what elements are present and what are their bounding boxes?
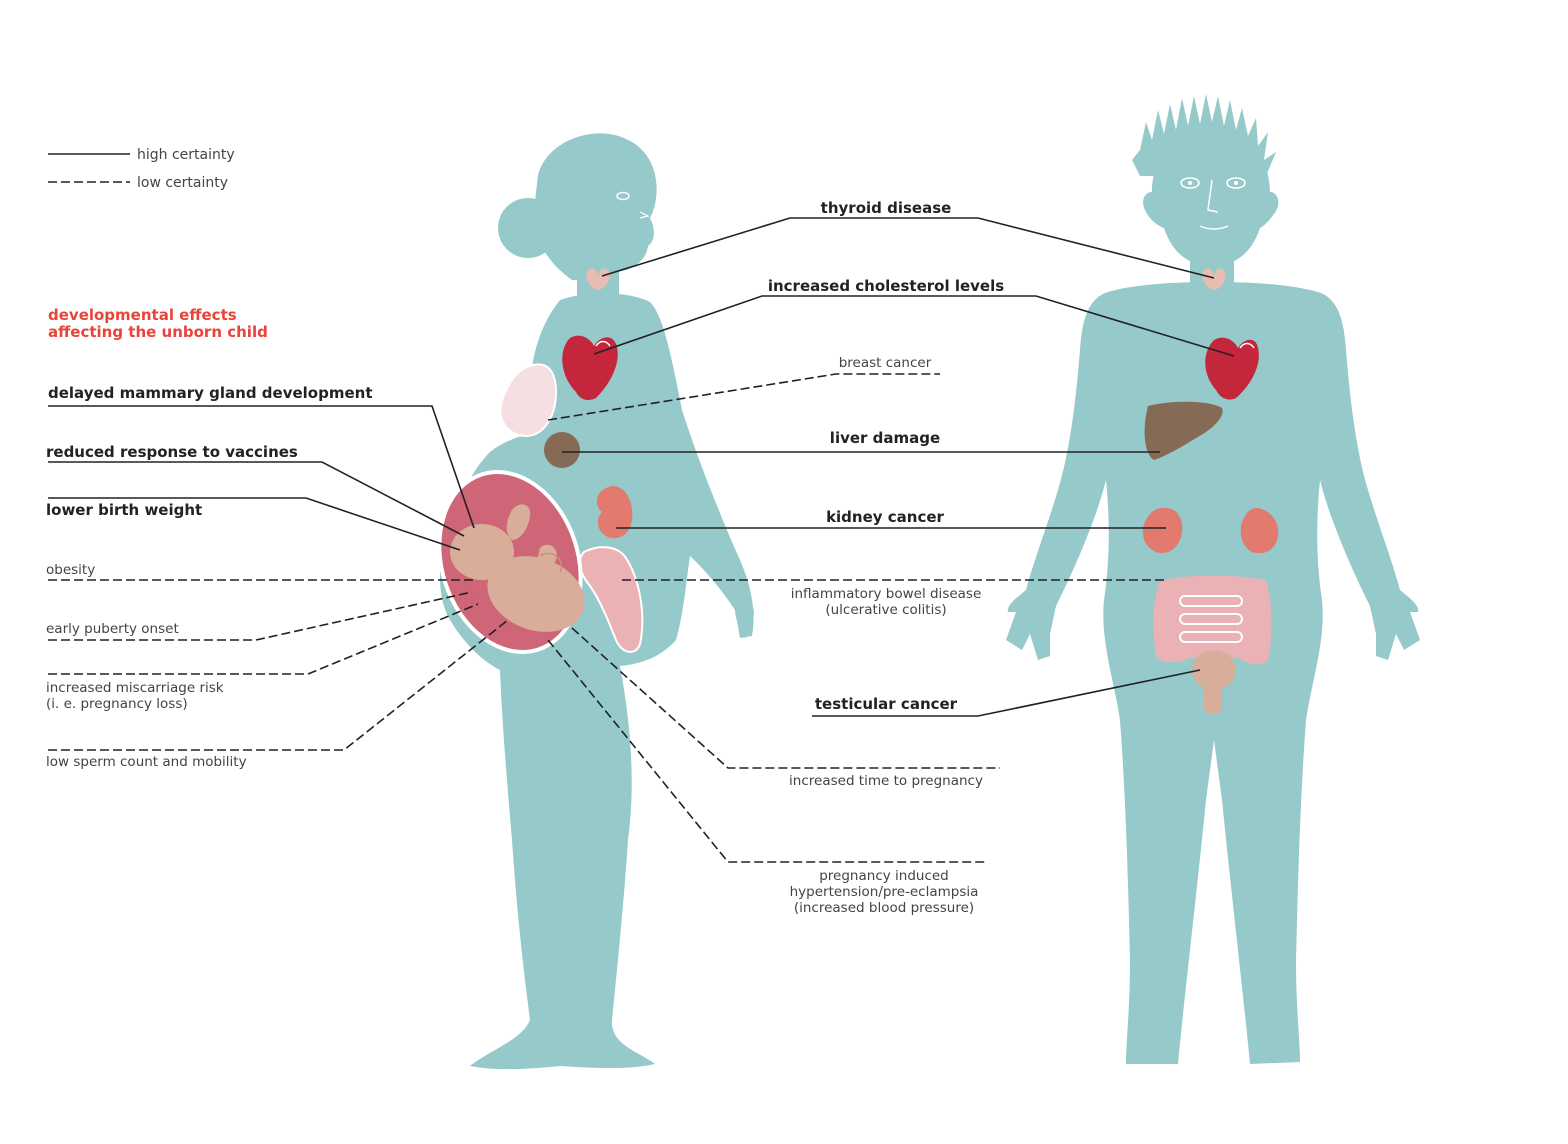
preeclampsia-connector	[547, 639, 988, 863]
male-head-shape	[1143, 134, 1279, 266]
man-silhouette	[1006, 94, 1420, 1064]
thyroid-connector	[601, 217, 1215, 279]
legend-high-label: high certainty	[137, 147, 235, 163]
label-puberty: early puberty onset	[46, 621, 179, 637]
label-vaccines: reduced response to vaccines	[46, 443, 298, 461]
male-heart-icon	[1205, 337, 1259, 400]
sperm-connector	[48, 619, 509, 751]
female-thyroid-icon	[586, 268, 610, 290]
female-hand-shape	[734, 593, 754, 638]
miscarriage-connector	[48, 603, 479, 675]
label-thyroid: thyroid disease	[821, 199, 952, 217]
legend-low-label: low certainty	[137, 175, 228, 191]
female-torso-shape	[440, 293, 754, 1070]
section-title-line2: affecting the unborn child	[48, 323, 268, 341]
label-kidney: kidney cancer	[826, 508, 944, 526]
label-liver: liver damage	[830, 429, 940, 447]
fetus-icon	[450, 504, 585, 632]
label-miscarriage-line1: increased miscarriage risk	[46, 680, 224, 696]
female-kidney-icon	[596, 486, 633, 539]
breast-cancer-connector	[547, 373, 940, 421]
male-kidney-left-icon	[1142, 507, 1183, 554]
male-thyroid-icon	[1202, 268, 1226, 290]
male-intestine-icon	[1153, 575, 1272, 665]
female-heart-icon	[562, 335, 618, 400]
male-kidney-right-icon	[1240, 508, 1279, 554]
label-miscarriage-line2: (i. e. pregnancy loss)	[46, 696, 188, 712]
female-nose-icon	[639, 211, 650, 219]
label-obesity: obesity	[46, 562, 95, 578]
connector-lines	[48, 217, 1235, 863]
male-left-pupil	[1188, 181, 1192, 185]
label-preeclampsia-line3: (increased blood pressure)	[794, 900, 974, 916]
center-labels: thyroid disease increased cholesterol le…	[768, 199, 1004, 916]
label-testicular: testicular cancer	[815, 695, 958, 713]
male-liver-icon	[1144, 401, 1223, 460]
label-preeclampsia-line1: pregnancy induced	[819, 868, 949, 884]
fetus-arm-detail	[539, 552, 563, 573]
left-labels: delayed mammary gland development reduce…	[46, 384, 373, 770]
breast-icon	[499, 363, 558, 438]
label-cholesterol: increased cholesterol levels	[768, 277, 1004, 295]
pregnant-woman-silhouette	[437, 133, 754, 1070]
testicular-connector	[812, 669, 1201, 717]
male-left-eye-icon	[1180, 177, 1200, 189]
female-intestine-icon	[578, 546, 644, 653]
label-birth-weight: lower birth weight	[46, 501, 202, 519]
label-sperm: low sperm count and mobility	[46, 754, 247, 770]
label-preeclampsia-line2: hypertension/pre-eclampsia	[790, 884, 979, 900]
mammary-connector	[48, 405, 475, 529]
female-head-shape	[533, 133, 657, 282]
female-liver-icon	[544, 432, 580, 468]
label-time-to-pregnancy: increased time to pregnancy	[789, 773, 983, 789]
cholesterol-connector	[593, 295, 1235, 357]
legend: high certainty low certainty	[48, 147, 235, 191]
section-title-line1: developmental effects	[48, 306, 237, 324]
male-mouth-icon	[1199, 225, 1229, 230]
puberty-connector	[48, 591, 473, 641]
male-right-eye-icon	[1226, 177, 1246, 189]
testicle-icon	[1192, 650, 1236, 714]
label-ibd-line1: inflammatory bowel disease	[791, 586, 982, 602]
label-breast-cancer: breast cancer	[839, 355, 932, 371]
label-ibd-line2: (ulcerative colitis)	[825, 602, 946, 618]
male-right-pupil	[1234, 181, 1238, 185]
label-mammary: delayed mammary gland development	[48, 384, 373, 402]
vaccines-connector	[48, 461, 465, 537]
birth-weight-connector	[48, 497, 461, 551]
male-nose-icon	[1207, 179, 1219, 213]
time-to-pregnancy-connector	[571, 627, 1000, 769]
female-eye-icon	[616, 191, 630, 201]
